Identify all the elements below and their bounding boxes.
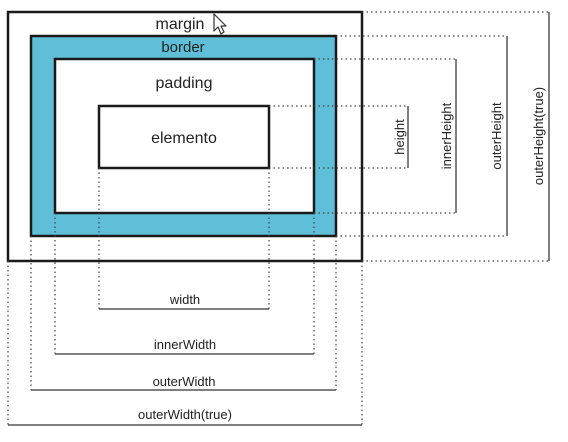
outerheight-true-dimension xyxy=(362,11,550,262)
mouse-pointer-icon xyxy=(213,13,227,35)
border-label: border xyxy=(161,39,204,56)
outerheight-label: outerHeight xyxy=(489,102,504,170)
innerwidth-dimension xyxy=(54,213,315,355)
outerwidth-true-label: outerWidth(true) xyxy=(138,407,232,422)
element-label: elemento xyxy=(151,130,217,147)
innerwidth-label: innerWidth xyxy=(154,337,216,352)
element-box xyxy=(97,104,271,170)
outerwidth-label: outerWidth xyxy=(153,374,216,389)
height-label: height xyxy=(392,119,407,155)
padding-label: padding xyxy=(156,75,213,92)
outerheight-dimension xyxy=(336,35,508,237)
outerwidth-dimension xyxy=(30,236,337,391)
width-label: width xyxy=(169,292,200,307)
innerheight-dimension xyxy=(314,58,457,214)
width-dimension xyxy=(98,168,270,310)
outerheight-true-label: outerHeight(true) xyxy=(531,87,546,185)
height-dimension xyxy=(269,105,409,169)
innerheight-label: innerHeight xyxy=(439,102,454,169)
outerwidth-true-dimension xyxy=(7,261,363,426)
margin-label: margin xyxy=(156,16,205,33)
